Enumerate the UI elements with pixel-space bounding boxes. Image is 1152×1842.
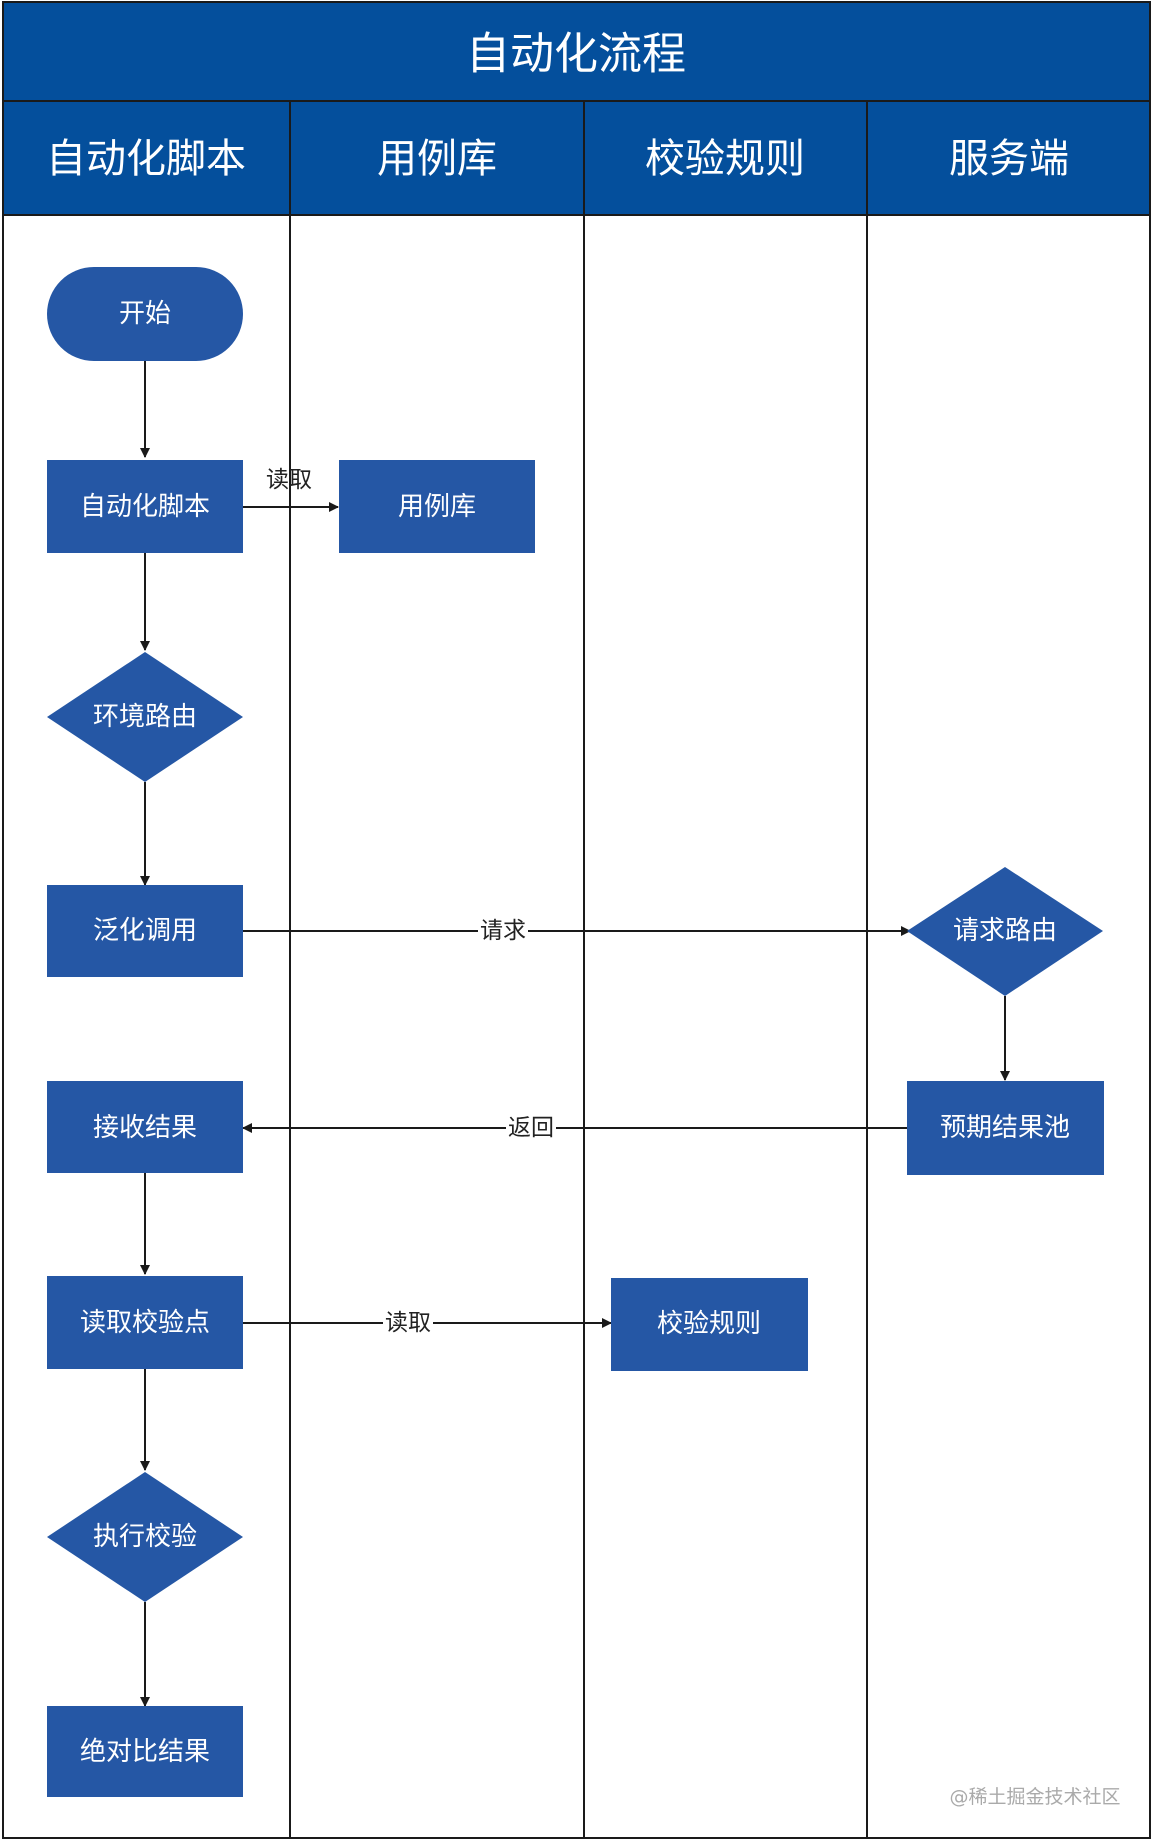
node-check-rules-label: 校验规则 <box>657 1309 761 1339</box>
edge-label-request: 请求 <box>480 918 526 944</box>
title-bar <box>3 2 1151 101</box>
edge-label-bg-request <box>478 918 528 944</box>
lane-header-cases: 用例库 <box>377 136 497 182</box>
node-read-checkpoint-label: 读取校验点 <box>80 1308 210 1338</box>
node-caselib-label: 用例库 <box>398 492 476 522</box>
node-env-route-label: 环境路由 <box>93 702 197 732</box>
node-exec-check-label: 执行校验 <box>93 1522 197 1552</box>
edge-label-return: 返回 <box>508 1115 554 1141</box>
watermark: @稀土掘金技术社区 <box>949 1786 1120 1808</box>
lane-header-bar <box>3 101 1151 215</box>
node-check-rules[interactable] <box>611 1278 808 1371</box>
node-receive-result-label: 接收结果 <box>93 1113 197 1143</box>
edge-label-bg-return <box>506 1115 556 1141</box>
edges <box>140 361 1010 1707</box>
node-script-label: 自动化脚本 <box>80 492 210 522</box>
node-compare-result-label: 绝对比结果 <box>80 1737 210 1767</box>
node-request-route[interactable] <box>907 867 1103 996</box>
lane-header-rules: 校验规则 <box>645 136 805 182</box>
node-start[interactable] <box>47 267 243 361</box>
node-exec-check[interactable] <box>47 1472 243 1602</box>
node-env-route[interactable] <box>47 652 243 782</box>
node-expected-pool[interactable] <box>907 1081 1104 1175</box>
lane-header-server: 服务端 <box>949 136 1069 182</box>
node-request-route-label: 请求路由 <box>953 916 1057 946</box>
edge-label-read-caselib: 读取 <box>266 467 312 493</box>
lane-header-script: 自动化脚本 <box>46 136 246 182</box>
edge-label-read-rules: 读取 <box>385 1310 431 1336</box>
node-generic-call-label: 泛化调用 <box>93 916 197 946</box>
edge-label-bg-read-rules <box>383 1310 433 1336</box>
diagram-title: 自动化流程 <box>466 29 686 80</box>
node-expected-pool-label: 预期结果池 <box>940 1113 1070 1143</box>
node-receive-result[interactable] <box>47 1081 243 1173</box>
node-read-checkpoint[interactable] <box>47 1276 243 1369</box>
node-generic-call[interactable] <box>47 885 243 977</box>
node-caselib[interactable] <box>339 460 535 553</box>
node-script[interactable] <box>47 460 243 553</box>
node-compare-result[interactable] <box>47 1706 243 1797</box>
node-start-label: 开始 <box>119 299 171 329</box>
